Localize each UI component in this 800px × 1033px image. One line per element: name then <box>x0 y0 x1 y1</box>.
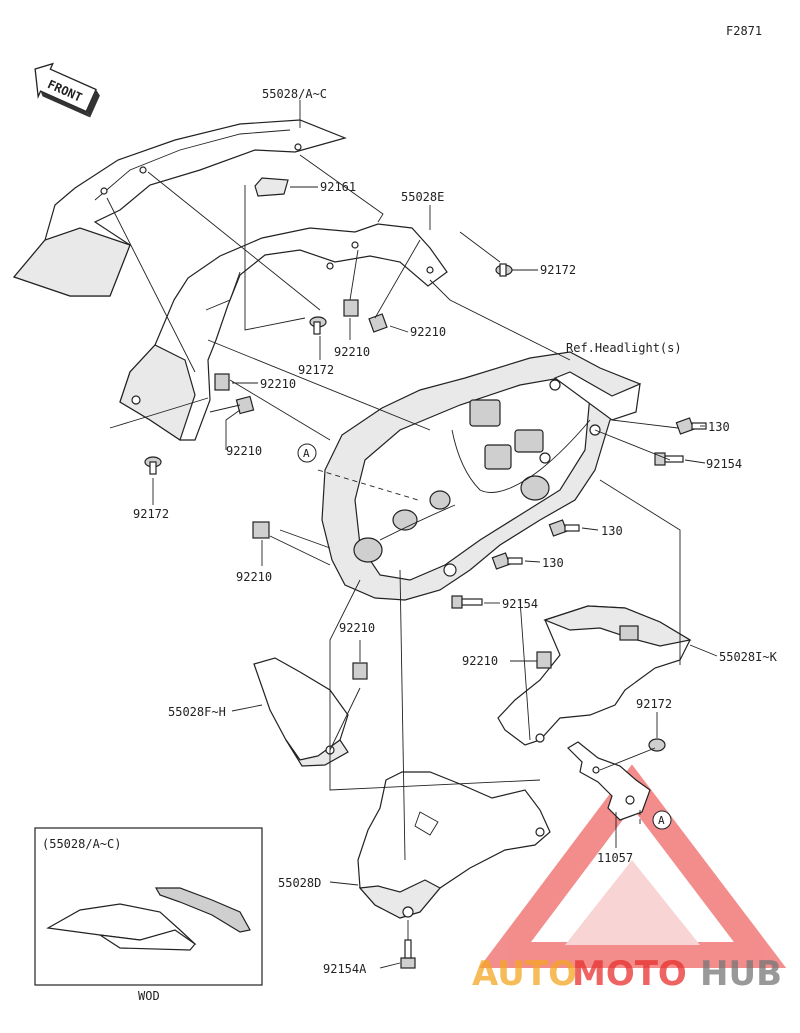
label-55028-ik: 55028I~K <box>719 650 778 664</box>
bolt-130-b <box>548 519 580 537</box>
label-130-c: 130 <box>542 556 564 570</box>
bolt-92154-a <box>654 452 684 466</box>
screw-92172-left <box>144 456 162 475</box>
label-55028d: 55028D <box>278 876 321 890</box>
nut-92210-center <box>343 299 359 317</box>
screw-92172-right <box>495 263 513 277</box>
label-92210-center: 92210 <box>334 345 370 359</box>
bolt-92154-b <box>451 595 483 609</box>
inset-box: (55028/A~C) WOD <box>34 827 263 1003</box>
label-92172-right: 92172 <box>540 263 576 277</box>
callout-a-upper-label: A <box>303 447 310 460</box>
headlight-bracket-assembly <box>321 351 641 601</box>
label-92210-mid: 92210 <box>339 621 375 635</box>
label-92172-center: 92172 <box>298 363 334 377</box>
callout-a-upper: A <box>297 443 317 463</box>
upper-cowl-part <box>12 119 347 297</box>
nut-92210-lower-left <box>252 521 270 539</box>
bolt-92154a <box>400 939 416 969</box>
nut-92210-lower-right <box>536 651 552 669</box>
nut-92210-left-b <box>235 395 255 415</box>
nut-92210-right <box>368 313 388 333</box>
side-cover-55028ik <box>497 605 692 746</box>
callout-a-lower: A <box>652 810 672 830</box>
label-92161: 92161 <box>320 180 356 194</box>
nut-92210-left-a <box>214 373 230 391</box>
nut-92210-mid <box>352 662 368 680</box>
label-92154a: 92154A <box>323 962 367 976</box>
watermark-hub: HUB <box>700 954 782 994</box>
label-130-b: 130 <box>601 524 623 538</box>
label-55028-ac: 55028/A~C <box>262 87 327 101</box>
label-55028e: 55028E <box>401 190 444 204</box>
watermark-logo <box>478 764 787 968</box>
label-92154-b: 92154 <box>502 597 538 611</box>
label-92210-lower-right: 92210 <box>462 654 498 668</box>
side-cover-55028fh <box>253 657 349 767</box>
label-92154-a: 92154 <box>706 457 742 471</box>
bracket-11057 <box>567 741 651 821</box>
label-11057: 11057 <box>597 851 633 865</box>
label-55028-fh: 55028F~H <box>168 705 226 719</box>
watermark-auto: AUTO <box>472 954 577 994</box>
grommet-92161 <box>254 177 289 197</box>
label-ref-headlight: Ref.Headlight(s) <box>566 341 682 355</box>
label-92210-left-a: 92210 <box>260 377 296 391</box>
lower-cover-55028d <box>357 771 551 919</box>
watermark-triangle-icon <box>478 764 787 968</box>
label-130-a: 130 <box>708 420 730 434</box>
watermark-inner-triangle <box>565 860 700 945</box>
front-arrow-icon: FRONT <box>34 62 100 118</box>
part-labels: 55028/A~C 92161 55028E 92172 92210 92210… <box>133 87 778 976</box>
label-92210-right: 92210 <box>410 325 446 339</box>
inset-caption: WOD <box>138 989 160 1003</box>
screw-92172-center <box>309 316 327 335</box>
bolt-130-c <box>491 552 523 570</box>
inset-cowl-variant <box>46 887 251 951</box>
watermark-moto: MOTO <box>572 954 687 994</box>
inset-title: (55028/A~C) <box>42 837 121 851</box>
label-92172-lower: 92172 <box>636 697 672 711</box>
leader-lines <box>106 100 718 969</box>
label-92210-left-b: 92210 <box>226 444 262 458</box>
callout-a-lower-label: A <box>658 814 665 827</box>
label-92172-left: 92172 <box>133 507 169 521</box>
watermark-text: AUTO MOTO HUB <box>472 954 782 994</box>
fasteners <box>144 263 707 969</box>
screw-92172-lower <box>648 738 666 752</box>
diagram-code: F2871 <box>726 24 762 38</box>
label-92210-lower-left: 92210 <box>236 570 272 584</box>
inner-cowl-55028e <box>119 223 448 441</box>
bolt-130-a <box>675 417 707 435</box>
